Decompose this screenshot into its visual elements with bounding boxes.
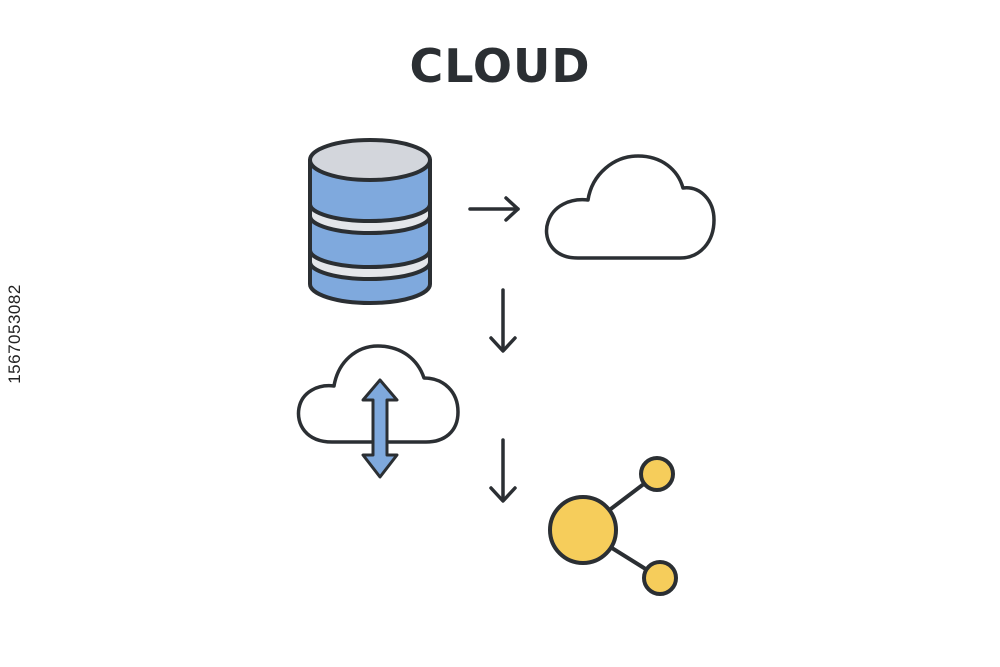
- cloud-sync-icon: [296, 344, 460, 479]
- cloud-icon: [544, 154, 716, 260]
- arrow-down-2-icon: [489, 438, 517, 503]
- database-icon: [308, 138, 432, 305]
- page-title: CLOUD: [409, 39, 591, 93]
- share-network-icon: [548, 456, 678, 596]
- arrow-right-icon: [468, 196, 520, 222]
- arrow-down-icon: [489, 288, 517, 353]
